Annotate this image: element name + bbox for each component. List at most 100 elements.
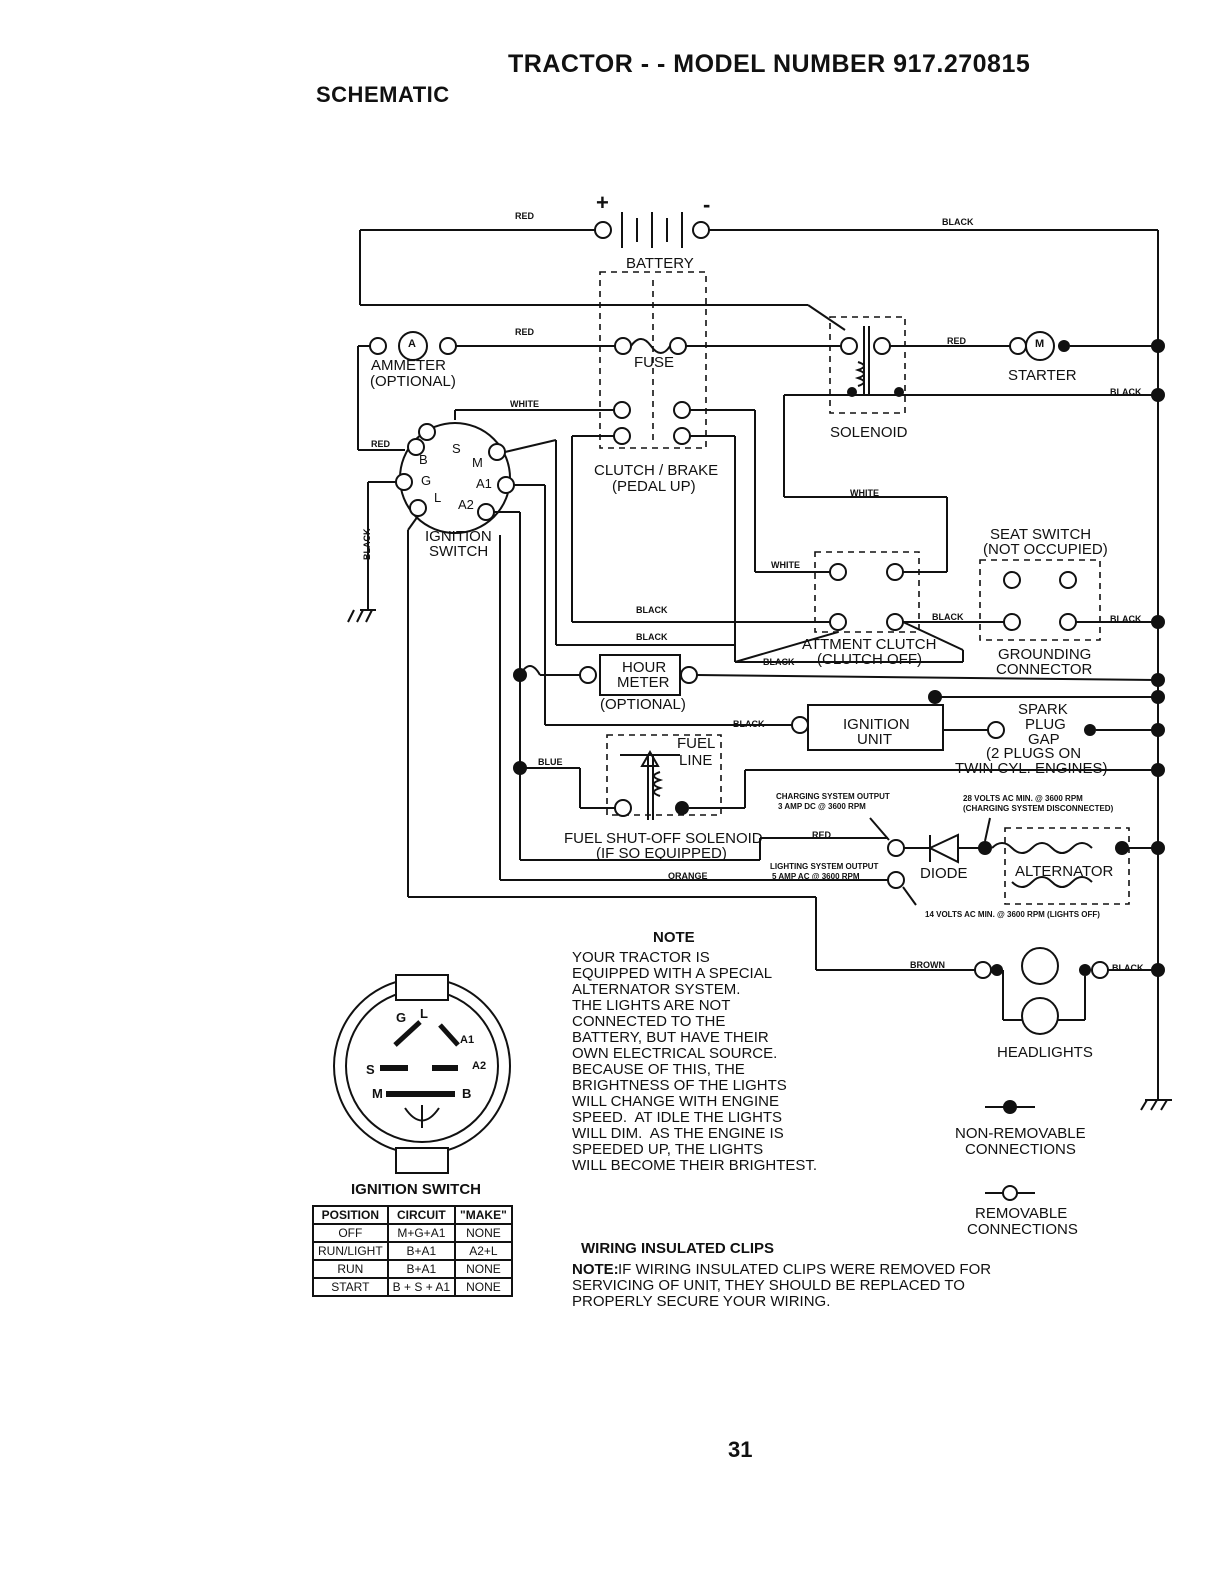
wire-label-black: BLACK <box>1110 614 1142 624</box>
wire-label-white: WHITE <box>771 560 800 570</box>
ammeter-label: AMMETER <box>371 357 446 374</box>
ign-term-A2: A2 <box>458 497 474 512</box>
grounding-connector-label-2: CONNECTOR <box>996 661 1093 678</box>
table-cell: RUN/LIGHT <box>312 1241 389 1261</box>
fuel-line-label-2: LINE <box>679 752 713 769</box>
ign-face-letter: G <box>396 1010 407 1025</box>
non-removable-symbol-dot <box>1003 1100 1017 1114</box>
spark-plug-label-2: PLUG <box>1025 716 1066 733</box>
charging-output-label-2: 3 AMP DC @ 3600 RPM <box>778 802 866 811</box>
wire-label-black: BLACK <box>763 657 795 667</box>
ign-face-letter: M <box>372 1086 383 1101</box>
table-cell: B + S + A1 <box>386 1277 457 1297</box>
wire-label-white: WHITE <box>510 399 539 409</box>
clips-heading: WIRING INSULATED CLIPS <box>581 1240 775 1257</box>
starter-label: STARTER <box>1008 367 1077 384</box>
ign-face-letter: L <box>420 1006 428 1021</box>
headlights-label: HEADLIGHTS <box>997 1044 1093 1061</box>
headlight-bulb-upper <box>1021 947 1059 985</box>
table-cell: START <box>312 1277 389 1297</box>
page-title: TRACTOR - - MODEL NUMBER 917.270815 <box>508 50 1031 78</box>
ign-face-letter: A1 <box>460 1034 475 1046</box>
lighting-output-label: LIGHTING SYSTEM OUTPUT <box>770 862 879 871</box>
table-header: "MAKE" <box>454 1205 513 1225</box>
seat-switch-label: SEAT SWITCH <box>990 526 1092 543</box>
wire-label-red: RED <box>515 327 535 337</box>
hour-meter-label-2: METER <box>617 674 670 691</box>
wire-label-black: BLACK <box>733 719 765 729</box>
ammeter-optional-label: (OPTIONAL) <box>370 373 456 390</box>
removable-label: REMOVABLE <box>975 1205 1068 1222</box>
battery-negative-terminal <box>692 221 710 239</box>
ign-term-B: B <box>419 452 428 467</box>
wire-label-black: BLACK <box>636 632 668 642</box>
battery-plus-sign: + <box>596 190 609 215</box>
ign-face-letter: S <box>366 1062 375 1077</box>
non-removable-label: NON-REMOVABLE <box>955 1125 1086 1142</box>
wire-label-orange: ORANGE <box>668 871 708 881</box>
table-row: START B + S + A1 NONE <box>312 1277 513 1297</box>
wire-label-black: BLACK <box>1112 963 1144 973</box>
fuel-solenoid-label: FUEL SHUT-OFF SOLENOID <box>564 830 763 847</box>
wire-label-red: RED <box>947 336 967 346</box>
table-cell: NONE <box>454 1223 513 1243</box>
ignition-switch-table: POSITION CIRCUIT "MAKE" OFF M+G+A1 NONE … <box>312 1205 513 1297</box>
wire-label-red: RED <box>515 211 535 221</box>
table-header-row: POSITION CIRCUIT "MAKE" <box>312 1205 513 1225</box>
wire-label-blue: BLUE <box>538 757 563 767</box>
table-row: OFF M+G+A1 NONE <box>312 1223 513 1243</box>
volts-14-label: 14 VOLTS AC MIN. @ 3600 RPM (LIGHTS OFF) <box>925 910 1100 919</box>
ignition-unit-label-2: UNIT <box>857 731 892 748</box>
wire-label-brown: BROWN <box>910 960 945 970</box>
wire-label-black: BLACK <box>932 612 964 622</box>
table-cell: NONE <box>454 1259 513 1279</box>
ign-term-M: M <box>472 455 483 470</box>
table-cell: M+G+A1 <box>386 1223 457 1243</box>
spark-plug-label-4: (2 PLUGS ON <box>986 745 1082 762</box>
table-row: RUN/LIGHT B+A1 A2+L <box>312 1241 513 1261</box>
table-header: CIRCUIT <box>386 1205 457 1225</box>
removable-label-2: CONNECTIONS <box>967 1221 1078 1238</box>
hour-meter-optional-label: (OPTIONAL) <box>600 696 686 713</box>
fuel-line-label: FUEL <box>677 735 716 752</box>
wire-label-red: RED <box>812 830 832 840</box>
ignition-switch-diagram-title: IGNITION SWITCH <box>351 1181 481 1198</box>
section-label: SCHEMATIC <box>316 82 450 107</box>
fuse-element <box>630 338 671 354</box>
table-cell: A2+L <box>454 1241 513 1261</box>
ign-face-letter: B <box>462 1086 472 1101</box>
ignition-switch-label: IGNITION <box>425 528 492 545</box>
ignition-unit-box <box>807 704 944 751</box>
wire-label-red: RED <box>371 439 391 449</box>
wire-label-black-vertical: BLACK <box>362 528 372 561</box>
spark-plug-label-3: GAP <box>1028 731 1060 748</box>
battery-positive-terminal <box>594 221 612 239</box>
fuse-label: FUSE <box>634 354 675 371</box>
ign-term-G: G <box>421 473 432 488</box>
table-cell: OFF <box>312 1223 389 1243</box>
table-header: POSITION <box>312 1205 389 1225</box>
wire-label-black: BLACK <box>1110 387 1142 397</box>
table-cell: NONE <box>454 1277 513 1297</box>
battery-label: BATTERY <box>626 255 694 272</box>
diode-label: DIODE <box>920 865 968 882</box>
ign-term-S: S <box>452 441 461 456</box>
page-number: 31 <box>728 1437 753 1462</box>
clutch-brake-label: CLUTCH / BRAKE <box>594 462 719 479</box>
wire-label-white: WHITE <box>850 488 879 498</box>
fuel-solenoid-sub-label: (IF SO EQUIPPED) <box>596 845 727 862</box>
table-cell: B+A1 <box>386 1259 457 1279</box>
clips-note-label: NOTE: <box>572 1261 619 1278</box>
ammeter-symbol-letter: A <box>408 338 416 350</box>
grounding-connector-label: GROUNDING <box>998 646 1092 663</box>
solenoid-label: SOLENOID <box>830 424 908 441</box>
ignition-unit-label: IGNITION <box>843 716 910 733</box>
wire-label-black: BLACK <box>942 217 974 227</box>
hour-meter-label: HOUR <box>622 659 667 676</box>
ign-term-A1: A1 <box>476 476 492 491</box>
spark-plug-label-5: TWIN CYL. ENGINES) <box>955 760 1108 777</box>
wire-label-black: BLACK <box>636 605 668 615</box>
attachment-clutch-sub-label: (CLUTCH OFF) <box>817 651 922 668</box>
non-removable-label-2: CONNECTIONS <box>965 1141 1076 1158</box>
